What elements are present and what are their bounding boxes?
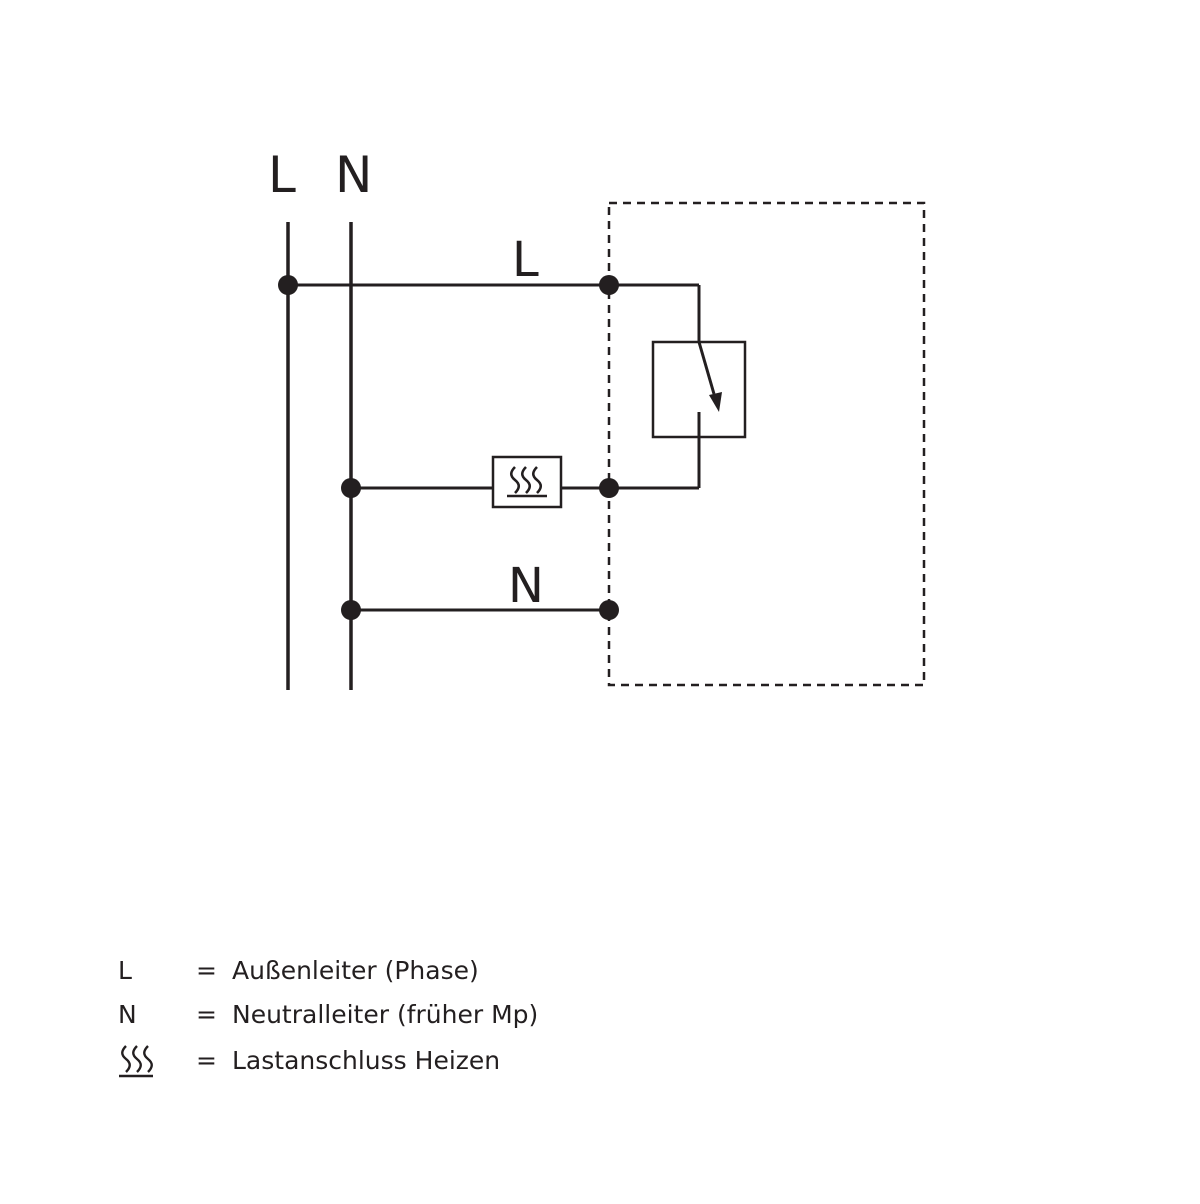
heating-icon: [507, 465, 547, 498]
neutral-wire-label: N: [508, 558, 544, 614]
terminal-dot: [599, 275, 619, 295]
junction-dot: [341, 478, 361, 498]
junction-dot: [341, 600, 361, 620]
device-enclosure: [607, 201, 926, 687]
phase-wire-label: L: [512, 232, 539, 288]
terminal-dot: [599, 478, 619, 498]
phase-bus-label: L: [268, 146, 296, 204]
junction-dot: [278, 275, 298, 295]
switch-contact-icon: [697, 341, 722, 437]
neutral-bus-label: N: [335, 146, 373, 204]
terminal-dot: [599, 600, 619, 620]
